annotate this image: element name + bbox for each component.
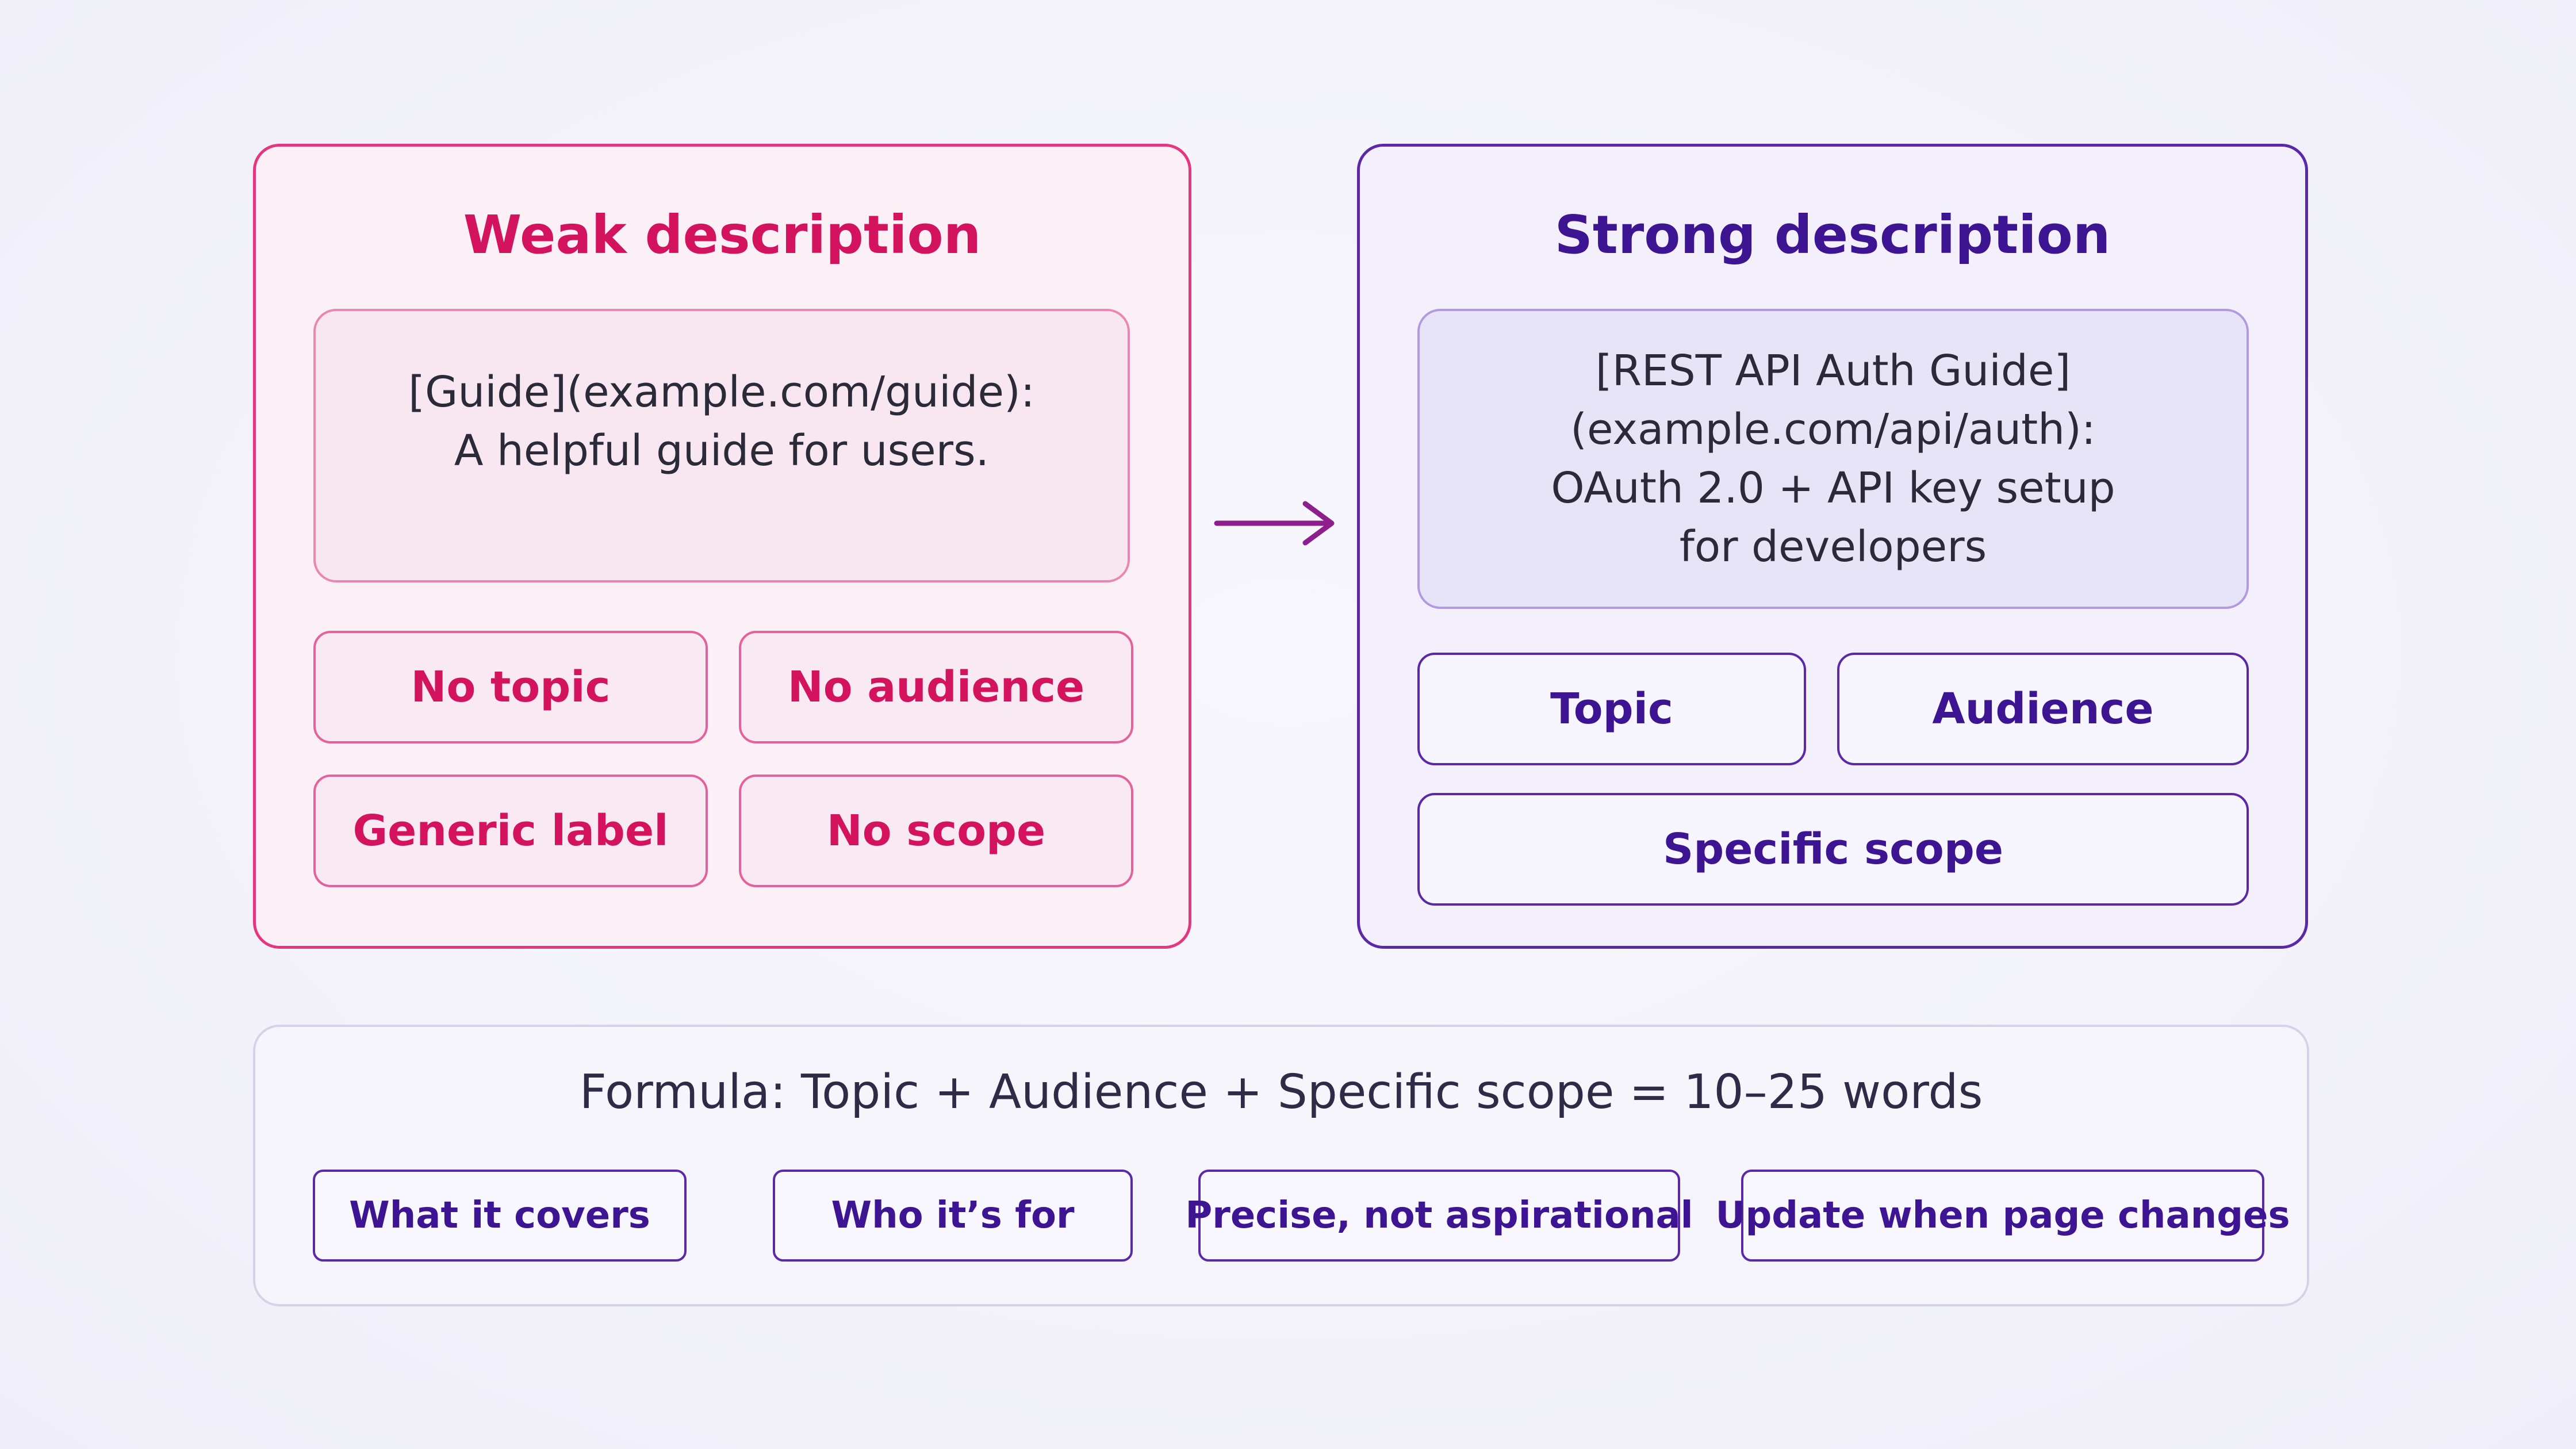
formula-panel: Formula: Topic + Audience + Specific sco… xyxy=(253,1025,2309,1306)
tag-audience: Audience xyxy=(1837,653,2249,765)
tag-no-audience: No audience xyxy=(739,631,1133,743)
strong-example-text: [REST API Auth Guide] (example.com/api/a… xyxy=(1551,346,2115,572)
weak-example-text: [Guide](example.com/guide): A helpful gu… xyxy=(408,367,1035,476)
strong-description-panel: Strong description [REST API Auth Guide]… xyxy=(1357,144,2308,949)
weak-example-box: [Guide](example.com/guide): A helpful gu… xyxy=(313,309,1130,582)
weak-panel-title: Weak description xyxy=(463,204,982,266)
pill-update-when-page-changes: Update when page changes xyxy=(1715,1170,2290,1262)
right-arrow-icon xyxy=(1214,501,1335,546)
tag-topic: Topic xyxy=(1417,653,1806,765)
formula-text: Formula: Topic + Audience + Specific sco… xyxy=(579,1065,1983,1120)
strong-panel-title: Strong description xyxy=(1554,204,2111,266)
pill-who-its-for: Who it’s for xyxy=(773,1170,1133,1262)
strong-example-box: [REST API Auth Guide] (example.com/api/a… xyxy=(1417,309,2249,609)
weak-description-panel: Weak description [Guide](example.com/gui… xyxy=(253,144,1191,949)
tag-no-topic: No topic xyxy=(313,631,708,743)
tag-generic-label: Generic label xyxy=(313,775,708,887)
tag-no-scope: No scope xyxy=(739,775,1133,887)
pill-precise-not-aspirational: Precise, not aspirational xyxy=(1185,1170,1693,1262)
tag-specific-scope: Specific scope xyxy=(1417,793,2249,906)
pill-what-it-covers: What it covers xyxy=(313,1170,687,1262)
